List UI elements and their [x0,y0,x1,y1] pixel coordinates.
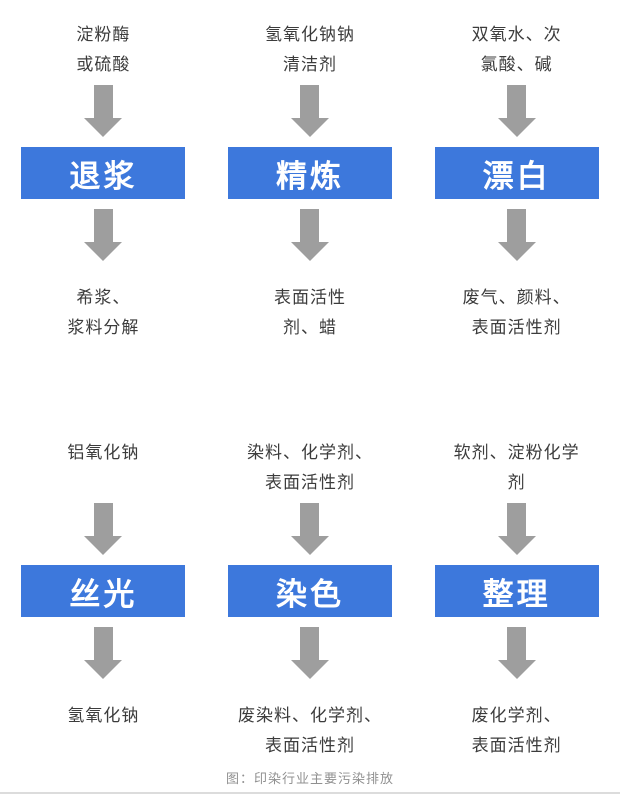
input-text: 软剂、淀粉化学 剂 [454,438,580,503]
down-arrow-icon [497,209,536,261]
input-line: 铝氧化钠 [67,443,140,462]
flow-grid: 淀粉酶 或硫酸 退浆 希浆、 浆料分解 氢氧化钠钠 清洁剂 精炼 表面活性 剂、… [0,20,620,761]
output-line: 表面活性 [273,288,346,307]
process-label: 整理 [482,576,551,612]
flow-step-refining: 氢氧化钠钠 清洁剂 精炼 表面活性 剂、蜡 [207,20,414,343]
input-text: 淀粉酶 或硫酸 [76,20,130,85]
flow-step-dyeing: 染料、化学剂、 表面活性剂 染色 废染料、化学剂、 表面活性剂 [207,438,414,761]
down-arrow-icon [497,627,536,679]
process-box: 漂白 [434,147,599,199]
bottom-divider [0,792,620,794]
input-text: 双氧水、次 氯酸、碱 [472,20,562,85]
down-arrow-icon [290,209,329,261]
output-text: 废染料、化学剂、 表面活性剂 [238,701,382,761]
down-arrow-icon [497,85,536,137]
flow-step-desizing: 淀粉酶 或硫酸 退浆 希浆、 浆料分解 [0,20,207,343]
process-label: 精炼 [275,158,344,194]
down-arrow-icon [290,503,329,555]
flow-step-mercerizing: 铝氧化钠 丝光 氢氧化钠 [0,438,207,761]
input-line: 清洁剂 [282,55,337,74]
output-text: 废化学剂、 表面活性剂 [472,701,562,761]
down-arrow-icon [290,85,329,137]
output-line: 剂、蜡 [282,318,337,337]
down-arrow-icon [84,627,123,679]
output-line: 废气、颜料、 [462,288,571,307]
input-line: 氯酸、碱 [480,55,553,74]
output-text: 废气、颜料、 表面活性剂 [463,283,571,343]
process-box: 退浆 [21,147,186,199]
output-line: 废化学剂、 [471,706,562,725]
output-text: 希浆、 浆料分解 [67,283,139,343]
input-line: 表面活性剂 [264,473,355,492]
process-label: 退浆 [69,158,138,194]
output-line: 表面活性剂 [471,736,562,755]
input-line: 氢氧化钠钠 [264,25,355,44]
down-arrow-icon [497,503,536,555]
process-label: 丝光 [69,576,138,612]
figure-caption: 图：印染行业主要污染排放 [225,771,394,786]
input-line: 双氧水、次 [471,25,562,44]
process-box: 丝光 [21,565,186,617]
process-box: 精炼 [227,147,392,199]
down-arrow-icon [84,85,123,137]
process-label: 漂白 [482,158,551,194]
output-line: 表面活性剂 [264,736,355,755]
input-line: 剂 [507,473,526,492]
input-line: 淀粉酶 [76,25,131,44]
output-line: 希浆、 [76,288,131,307]
output-line: 浆料分解 [67,318,140,337]
down-arrow-icon [290,627,329,679]
output-line: 氢氧化钠 [67,706,140,725]
process-label: 染色 [275,576,344,612]
output-text: 氢氧化钠 [67,701,139,761]
down-arrow-icon [84,503,123,555]
process-box: 染色 [227,565,392,617]
input-text: 氢氧化钠钠 清洁剂 [265,20,355,85]
input-line: 或硫酸 [76,55,131,74]
input-text: 铝氧化钠 [67,438,139,503]
input-line: 染料、化学剂、 [246,443,373,462]
flow-step-bleaching: 双氧水、次 氯酸、碱 漂白 废气、颜料、 表面活性剂 [413,20,620,343]
input-line: 软剂、淀粉化学 [453,443,580,462]
output-line: 废染料、化学剂、 [237,706,382,725]
flow-step-finishing: 软剂、淀粉化学 剂 整理 废化学剂、 表面活性剂 [413,438,620,761]
process-box: 整理 [434,565,599,617]
output-text: 表面活性 剂、蜡 [274,283,346,343]
input-text: 染料、化学剂、 表面活性剂 [247,438,373,503]
output-line: 表面活性剂 [471,318,562,337]
down-arrow-icon [84,209,123,261]
